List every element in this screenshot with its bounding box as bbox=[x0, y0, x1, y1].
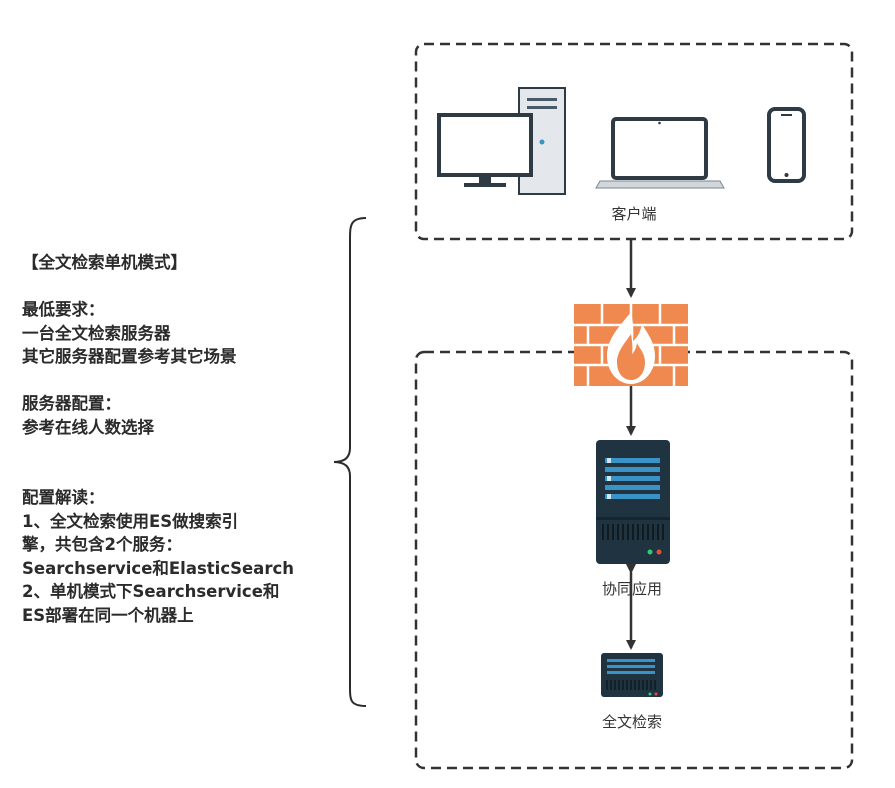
interpretation-line: 2、单机模式下Searchservice和 bbox=[22, 582, 280, 601]
smartphone-icon bbox=[767, 107, 806, 183]
server-config-line: 参考在线人数选择 bbox=[22, 417, 154, 437]
interpretation-line: Searchservice和ElasticSearch bbox=[22, 558, 294, 578]
diagram-title: 【全文检索单机模式】 bbox=[22, 253, 187, 272]
grouping-brace bbox=[333, 217, 367, 707]
client-label: 客户端 bbox=[611, 205, 656, 223]
firewall-icon bbox=[574, 304, 688, 386]
server-rack-icon bbox=[596, 440, 670, 564]
requirements-line: 其它服务器配置参考其它场景 bbox=[22, 347, 237, 366]
interpretation-line: ES部署在同一个机器上 bbox=[22, 605, 194, 625]
requirements-heading: 最低要求： bbox=[22, 300, 105, 319]
interpretation-line: 擎，共包含2个服务： bbox=[22, 535, 182, 554]
interpretation-heading: 配置解读： bbox=[22, 488, 105, 507]
app-server-label: 协同应用 bbox=[602, 580, 662, 598]
requirements-line: 一台全文检索服务器 bbox=[22, 323, 171, 343]
client-zone-box bbox=[414, 42, 854, 241]
server-config-heading: 服务器配置： bbox=[22, 394, 121, 413]
description-panel: 【全文检索单机模式】 最低要求： 一台全文检索服务器 其它服务器配置参考其它场景… bbox=[22, 251, 342, 627]
server-small-icon bbox=[601, 653, 663, 697]
interpretation-line: 1、全文检索使用ES做搜索引 bbox=[22, 511, 239, 531]
desktop-pc-icon bbox=[437, 87, 566, 195]
search-server-label: 全文检索 bbox=[602, 713, 662, 731]
laptop-icon bbox=[595, 117, 725, 189]
